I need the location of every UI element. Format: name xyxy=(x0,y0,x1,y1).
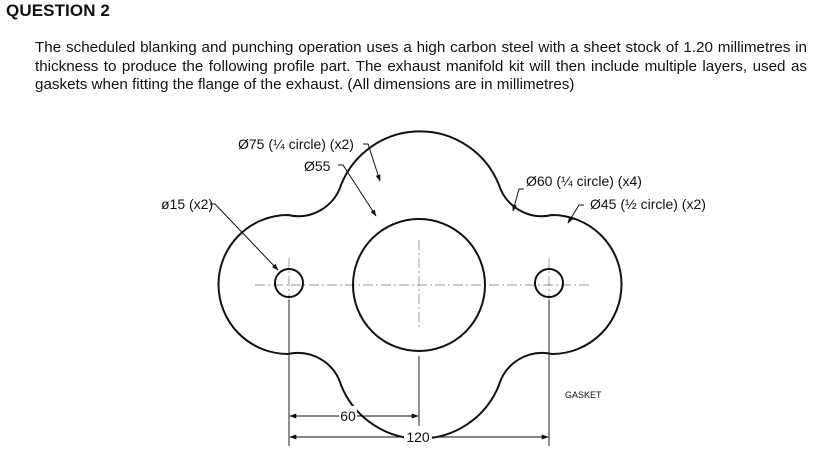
leader-lines xyxy=(210,143,584,271)
bolt-hole-left xyxy=(274,268,304,298)
part-label: GASKET xyxy=(565,390,602,400)
callout-d60: Ø60 (¼ circle) (x4) xyxy=(526,173,642,189)
center-lines xyxy=(255,240,590,330)
leader-d45 xyxy=(567,204,584,224)
leader-d55 xyxy=(338,164,377,217)
callout-d45: Ø45 (½ circle) (x2) xyxy=(590,196,706,212)
bolt-hole-right xyxy=(534,268,564,298)
question-body: The scheduled blanking and punching oper… xyxy=(35,39,807,94)
callout-d15: ø15 (x2) xyxy=(161,196,213,212)
dimension-text-60: 60 xyxy=(340,408,356,424)
center-bore-circle xyxy=(352,218,486,352)
gasket-outline xyxy=(217,130,623,440)
callout-d55: Ø55 xyxy=(304,158,331,174)
callout-d75: Ø75 (¼ circle) (x2) xyxy=(238,136,354,152)
question-heading: QUESTION 2 xyxy=(6,1,110,20)
dimension-text-120: 120 xyxy=(406,429,430,445)
leader-d75 xyxy=(363,143,381,182)
leader-d60 xyxy=(512,188,524,212)
extension-lines xyxy=(288,300,550,446)
leader-d15 xyxy=(210,203,279,271)
